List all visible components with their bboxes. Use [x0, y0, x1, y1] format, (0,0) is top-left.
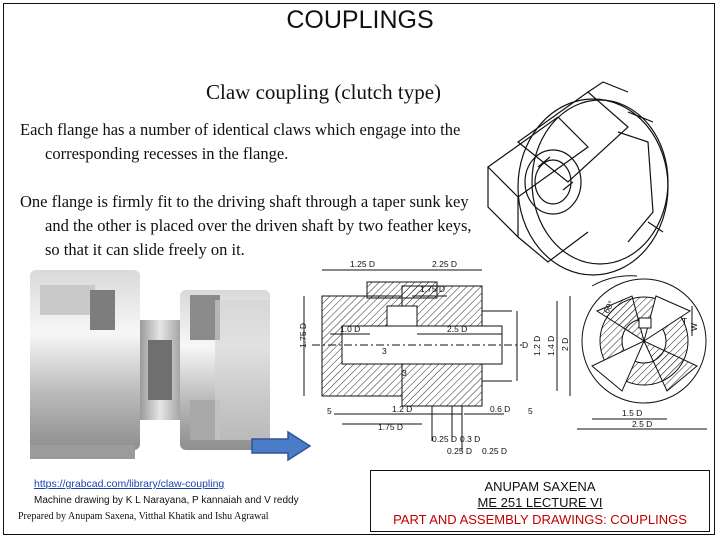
- coupling-photo: [30, 260, 270, 480]
- course-name: ME 251 LECTURE VI: [477, 495, 603, 510]
- dim-bot-175: 1.75 D: [378, 422, 403, 432]
- assembly-drawing: 1.25 D 2.25 D 1.75 D 1.75 D 1.0 D 2.5 D …: [298, 259, 707, 456]
- prepared-by: Prepared by Anupam Saxena, Vitthal Khati…: [18, 511, 269, 522]
- dim-bot-025c: 0.25 D: [482, 446, 507, 456]
- credit-box: ANUPAM SAXENA ME 251 LECTURE VI PART AND…: [370, 470, 710, 532]
- topic-name: PART AND ASSEMBLY DRAWINGS: COUPLINGS: [393, 512, 687, 527]
- dim-inner-left: 1.0 D: [340, 324, 360, 334]
- dim-v3: 2 D: [560, 338, 570, 351]
- dim-v2: 1.4 D: [546, 336, 556, 356]
- dim-bot-025b: 0.25 D: [447, 446, 472, 456]
- book-reference: Machine drawing by K L Narayana, P kanna…: [34, 495, 299, 506]
- slide-subtitle: Claw coupling (clutch type): [206, 80, 442, 104]
- paragraph-claws: Each flange has a number of identical cl…: [20, 120, 461, 163]
- flange-isometric-sketch: [487, 81, 669, 276]
- dim-three-b: 3: [402, 368, 407, 378]
- dim-w: W: [689, 323, 699, 331]
- grabcad-link[interactable]: https://grabcad.com/library/claw-couplin…: [34, 478, 225, 490]
- dim-v1: 1.2 D: [532, 336, 542, 356]
- dim-bot-03: 0.3 D: [460, 434, 480, 444]
- dim-end-25: 2.5 D: [632, 419, 652, 429]
- author-name: ANUPAM SAXENA: [484, 479, 596, 494]
- slide-frame: [3, 3, 715, 535]
- dim-five-left: 5: [327, 406, 332, 416]
- dim-three-a: 3: [382, 346, 387, 356]
- dim-top-mid: 2.25 D: [432, 259, 457, 269]
- dim-top-small: 1.75 D: [420, 284, 445, 294]
- dim-bot-025a: 0.25 D: [432, 434, 457, 444]
- dim-t: T: [682, 316, 687, 326]
- dim-left-vert: 1.75 D: [298, 323, 308, 348]
- dim-end-15: 1.5 D: [622, 408, 642, 418]
- dim-top-left: 1.25 D: [350, 259, 375, 269]
- dim-inner-mid: 2.5 D: [447, 324, 467, 334]
- dim-five-right: 5: [528, 406, 533, 416]
- right-arrow-icon: [251, 430, 312, 462]
- dim-bot-12: 1.2 D: [392, 404, 412, 414]
- paragraph-shafts: One flange is firmly fit to the driving …: [20, 192, 472, 259]
- dim-bot-06: 0.6 D: [490, 404, 510, 414]
- dim-d: D: [522, 340, 528, 350]
- slide-title: COUPLINGS: [286, 6, 434, 34]
